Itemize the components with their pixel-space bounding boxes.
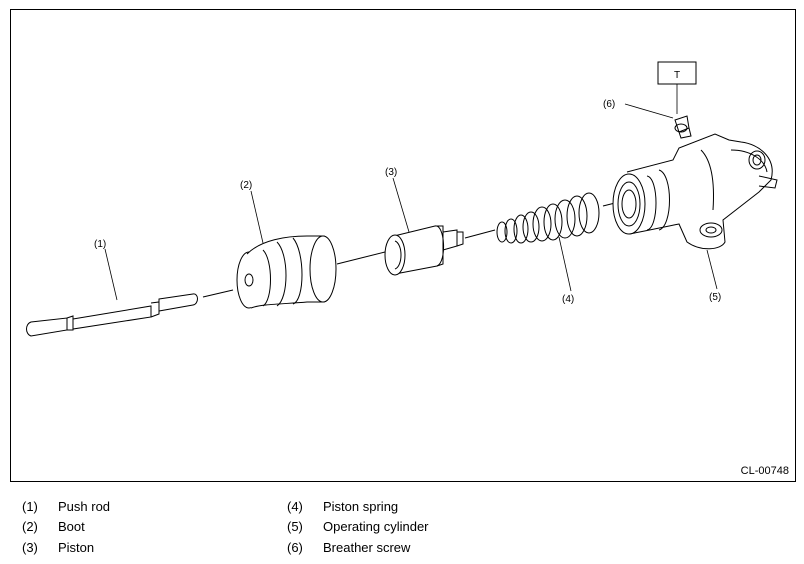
legend-label: Push rod bbox=[58, 499, 111, 514]
legend: (1) Push rod (2) Boot (3) Piston (4) Pis… bbox=[0, 498, 804, 564]
boot bbox=[236, 235, 337, 309]
leader-line-3 bbox=[392, 177, 410, 233]
leader-line-4 bbox=[558, 236, 572, 292]
legend-number: (5) bbox=[287, 519, 303, 534]
callout-4: (4) bbox=[562, 294, 574, 305]
leader-line-6 bbox=[624, 103, 674, 119]
legend-label: Operating cylinder bbox=[323, 519, 429, 534]
operating-cylinder bbox=[612, 133, 778, 250]
piston bbox=[384, 225, 464, 276]
push-rod bbox=[26, 293, 198, 337]
legend-label: Boot bbox=[58, 519, 85, 534]
callout-3: (3) bbox=[385, 167, 397, 178]
figure-code: CL-00748 bbox=[740, 465, 789, 477]
breather-screw bbox=[674, 115, 692, 139]
leader-lines bbox=[104, 84, 718, 301]
legend-number: (6) bbox=[287, 540, 303, 555]
legend-label: Piston spring bbox=[323, 499, 399, 514]
callout-1: (1) bbox=[94, 239, 106, 250]
exploded-diagram-frame: T (1) (2) (3) (4) (5) (6) CL-00748 bbox=[10, 9, 796, 482]
legend-label: Breather screw bbox=[323, 540, 411, 555]
leader-line-5 bbox=[706, 249, 718, 290]
legend-number: (3) bbox=[22, 540, 38, 555]
torque-box-label: T bbox=[674, 70, 680, 81]
exploded-view-drawing: T (1) (2) (3) (4) (5) (6) bbox=[26, 61, 778, 337]
callout-5: (5) bbox=[709, 292, 721, 303]
legend-number: (2) bbox=[22, 519, 38, 534]
leader-line-1 bbox=[104, 248, 118, 301]
torque-box bbox=[657, 61, 697, 85]
leader-line-2 bbox=[250, 190, 264, 244]
legend-number: (4) bbox=[287, 499, 303, 514]
callout-6: (6) bbox=[603, 99, 615, 110]
piston-spring bbox=[496, 192, 600, 244]
legend-label: Piston bbox=[58, 540, 95, 555]
legend-number: (1) bbox=[22, 499, 38, 514]
callout-2: (2) bbox=[240, 180, 252, 191]
